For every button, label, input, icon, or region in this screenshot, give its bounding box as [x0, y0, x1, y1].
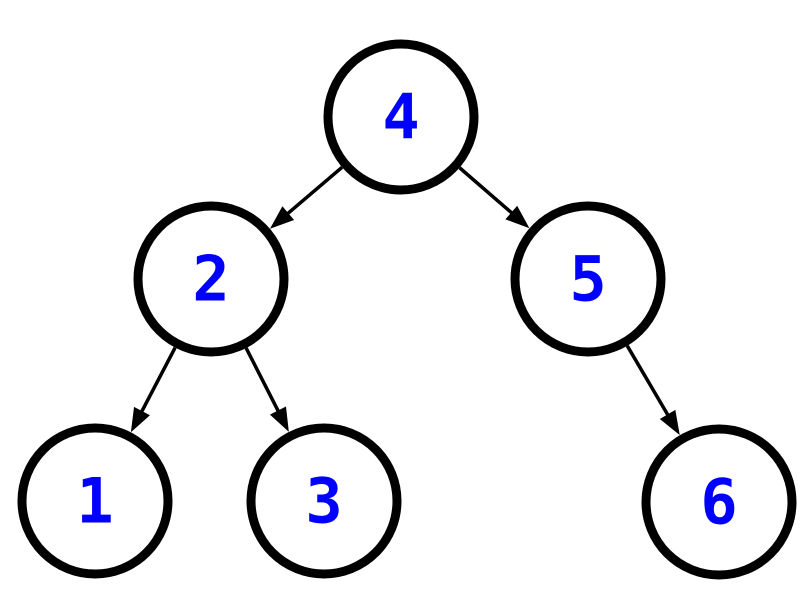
node-label: 6	[700, 466, 737, 539]
node-circle	[17, 423, 173, 579]
node-label: 4	[382, 81, 419, 154]
tree-node-5: 5	[510, 201, 666, 357]
edge-line	[625, 344, 671, 418]
node-label: 3	[305, 465, 342, 538]
node-label: 1	[76, 465, 113, 538]
edge-4-2	[269, 165, 344, 229]
edge-arrowhead-icon	[505, 205, 530, 229]
tree-node-1: 1	[17, 423, 173, 579]
edge-arrowhead-icon	[130, 406, 150, 433]
tree-node-4: 4	[323, 39, 479, 195]
edge-2-3	[244, 347, 289, 432]
node-circle	[246, 423, 402, 579]
edge-line	[458, 166, 514, 216]
tree-node-6: 6	[641, 424, 797, 580]
node-circle	[133, 201, 289, 357]
edge-4-5	[458, 166, 530, 229]
node-label: 5	[569, 243, 606, 316]
edges-layer	[130, 165, 680, 436]
edge-line	[244, 347, 281, 414]
edge-5-6	[625, 344, 680, 436]
edge-arrowhead-icon	[269, 206, 295, 229]
edge-line	[285, 165, 344, 216]
node-circle	[510, 201, 666, 357]
nodes-layer: 4 2 5 1 3 6	[17, 39, 797, 580]
node-circle	[323, 39, 479, 195]
node-label: 2	[192, 243, 229, 316]
edge-line	[139, 346, 177, 414]
node-circle	[641, 424, 797, 580]
edge-arrowhead-icon	[659, 409, 680, 436]
edge-2-1	[130, 346, 177, 433]
tree-node-2: 2	[133, 201, 289, 357]
edge-arrowhead-icon	[269, 406, 289, 432]
tree-node-3: 3	[246, 423, 402, 579]
